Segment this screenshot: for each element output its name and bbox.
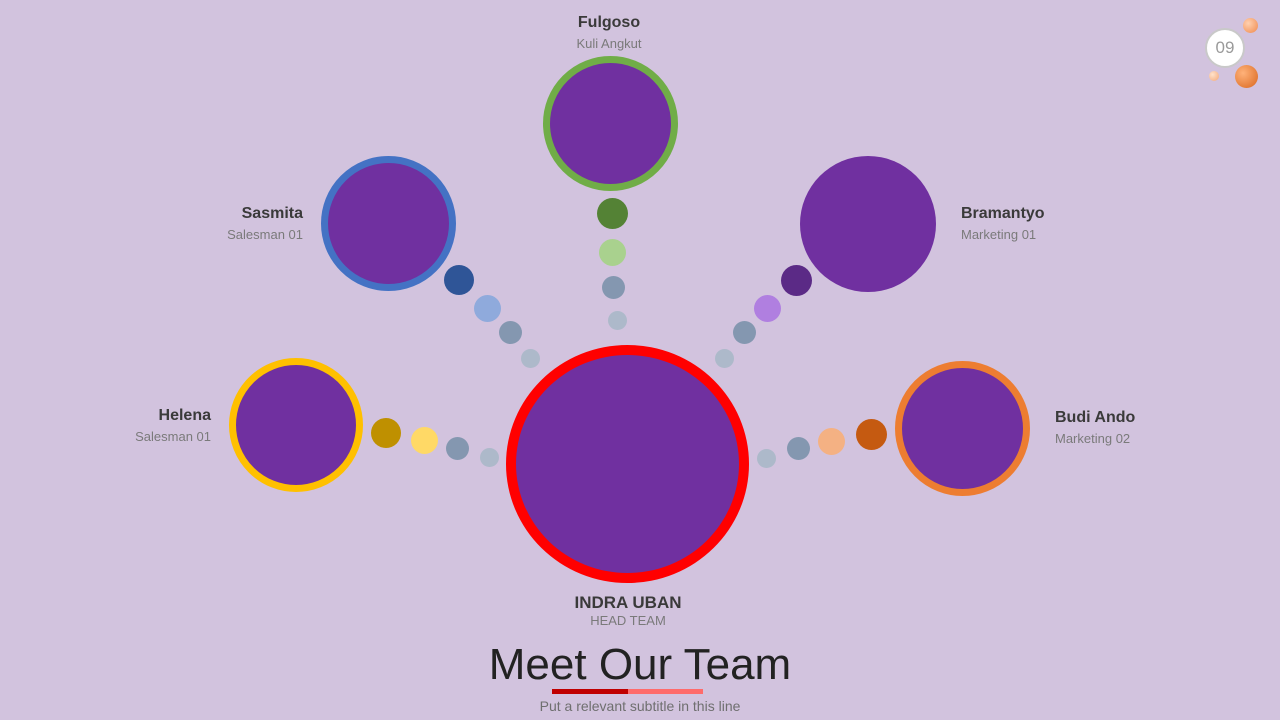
slide-title: Meet Our Team (488, 640, 792, 689)
title-underline-light (628, 689, 703, 694)
connector-dot (411, 427, 438, 454)
connector-dot (754, 295, 781, 322)
member-circle-bramantyo (800, 156, 936, 292)
connector-dot (599, 239, 626, 266)
member-name-fulgoso: Fulgoso (577, 14, 641, 31)
connector-dot (597, 198, 628, 229)
title-underline-dark (552, 689, 628, 694)
connector-dot (474, 295, 501, 322)
member-name-helena: Helena (158, 407, 211, 424)
member-role-sasmita: Salesman 01 (227, 227, 303, 242)
connector-dot (787, 437, 810, 460)
connector-dot (480, 448, 499, 467)
connector-dot (733, 321, 756, 344)
page-number-badge: 09 (1205, 28, 1245, 68)
decorative-bubble (1243, 18, 1258, 33)
slide-subtitle: Put a relevant subtitle in this line (539, 698, 741, 714)
member-circle-budi-ando (895, 361, 1030, 496)
member-circle-sasmita (321, 156, 456, 291)
member-role-bramantyo: Marketing 01 (961, 227, 1037, 242)
connector-dot (446, 437, 469, 460)
connector-dot (444, 265, 474, 295)
connector-dot (757, 449, 776, 468)
member-role-budi-ando: Marketing 02 (1055, 431, 1131, 446)
member-role-fulgoso: Kuli Angkut (576, 36, 642, 51)
head-team-role: HEAD TEAM (590, 613, 666, 628)
member-circle-fulgoso (543, 56, 678, 191)
connector-dot (371, 418, 401, 448)
member-role-helena: Salesman 01 (135, 429, 211, 444)
head-team-circle (506, 345, 749, 583)
member-circle-helena (229, 358, 363, 492)
connector-dot (602, 276, 625, 299)
connector-dot (608, 311, 627, 330)
connector-dot (818, 428, 845, 455)
connector-dot (521, 349, 540, 368)
connector-dot (781, 265, 812, 296)
connector-dot (856, 419, 887, 450)
member-name-sasmita: Sasmita (241, 205, 303, 222)
member-name-budi-ando: Budi Ando (1055, 409, 1136, 426)
member-name-bramantyo: Bramantyo (961, 205, 1045, 222)
connector-dot (715, 349, 734, 368)
head-team-name: INDRA UBAN (574, 593, 682, 612)
connector-dot (499, 321, 522, 344)
decorative-bubble (1235, 65, 1258, 88)
decorative-bubble (1209, 71, 1219, 81)
